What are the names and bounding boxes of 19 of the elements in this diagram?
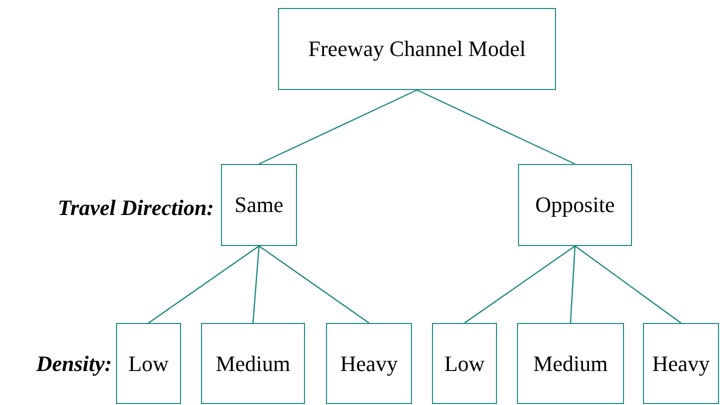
connector-line [258, 89, 418, 165]
tree-box: Same [221, 164, 297, 246]
connector-line [416, 89, 576, 165]
tree-box: Low [116, 323, 181, 404]
connector-line [252, 246, 260, 324]
tree-box: Opposite [518, 164, 632, 246]
tree-box: Heavy [643, 323, 719, 404]
connector-line [464, 246, 576, 324]
tree-box: Heavy [326, 323, 412, 404]
tree-box: Low [432, 323, 497, 404]
level-label: Travel Direction: [56, 194, 214, 222]
tree-box: Medium [517, 323, 624, 404]
tree-box: Freeway Channel Model [278, 8, 556, 90]
connector-line [570, 246, 576, 324]
connector-line [574, 246, 682, 324]
level-label: Density: [35, 350, 112, 378]
connector-line [258, 246, 370, 324]
connector-line [148, 246, 260, 324]
tree-box: Medium [201, 323, 305, 404]
